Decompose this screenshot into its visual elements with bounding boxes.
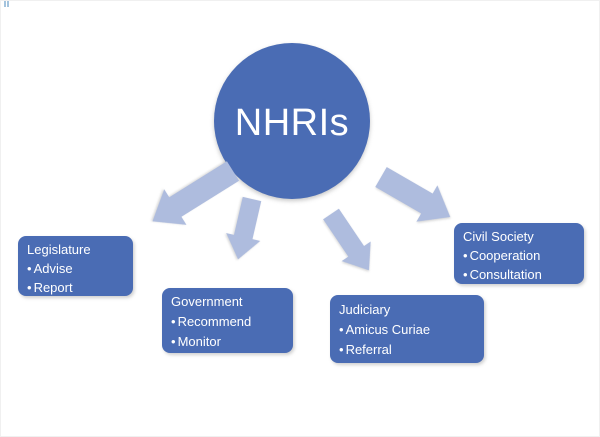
- bullet-text: Recommend: [177, 314, 252, 329]
- node-bullet-item: •Amicus Curiae: [339, 320, 480, 340]
- hub-label: NHRIs: [235, 102, 349, 144]
- bullet-text: Report: [33, 280, 73, 295]
- node-bullet-item: •Recommend: [171, 312, 289, 332]
- arrow-to-civil-society: [375, 167, 451, 222]
- arrow-to-judiciary: [323, 208, 371, 271]
- node-judiciary: Judiciary •Amicus Curiae •Referral: [330, 295, 484, 363]
- bullet-marker: •: [339, 342, 344, 357]
- node-bullet-item: •Referral: [339, 340, 480, 360]
- node-government: Government •Recommend •Monitor: [162, 288, 293, 353]
- bullet-marker: •: [463, 267, 468, 282]
- bullet-marker: •: [463, 248, 468, 263]
- text-cursor-artifact: [4, 1, 9, 7]
- node-bullet-item: •Monitor: [171, 332, 289, 352]
- arrow-to-government: [226, 196, 262, 260]
- bullet-text: Referral: [345, 342, 392, 357]
- bullet-marker: •: [27, 261, 32, 276]
- arrow-to-legislature: [152, 161, 240, 225]
- bullet-text: Consultation: [469, 267, 542, 282]
- node-title: Government: [171, 294, 243, 309]
- bullet-marker: •: [171, 314, 176, 329]
- bullet-marker: •: [27, 280, 32, 295]
- node-bullet-item: •Consultation: [463, 265, 580, 284]
- node-bullet-item: •Cooperation: [463, 246, 580, 265]
- bullet-text: Advise: [33, 261, 73, 276]
- bullet-text: Amicus Curiae: [345, 322, 431, 337]
- node-title: Legislature: [27, 242, 91, 257]
- bullet-marker: •: [339, 322, 344, 337]
- node-bullet-item: •Advise: [27, 259, 129, 278]
- bullet-marker: •: [171, 334, 176, 349]
- cursor-bar: [4, 1, 6, 7]
- hub-circle: [214, 43, 370, 199]
- cursor-bar: [7, 1, 9, 7]
- node-title: Judiciary: [339, 302, 391, 317]
- node-legislature: Legislature •Advise •Report: [18, 236, 133, 296]
- node-title: Civil Society: [463, 229, 534, 244]
- bullet-text: Cooperation: [469, 248, 541, 263]
- bullet-text: Monitor: [177, 334, 221, 349]
- node-civil-society: Civil Society •Cooperation •Consultation: [454, 223, 584, 284]
- node-bullet-item: •Report: [27, 278, 129, 297]
